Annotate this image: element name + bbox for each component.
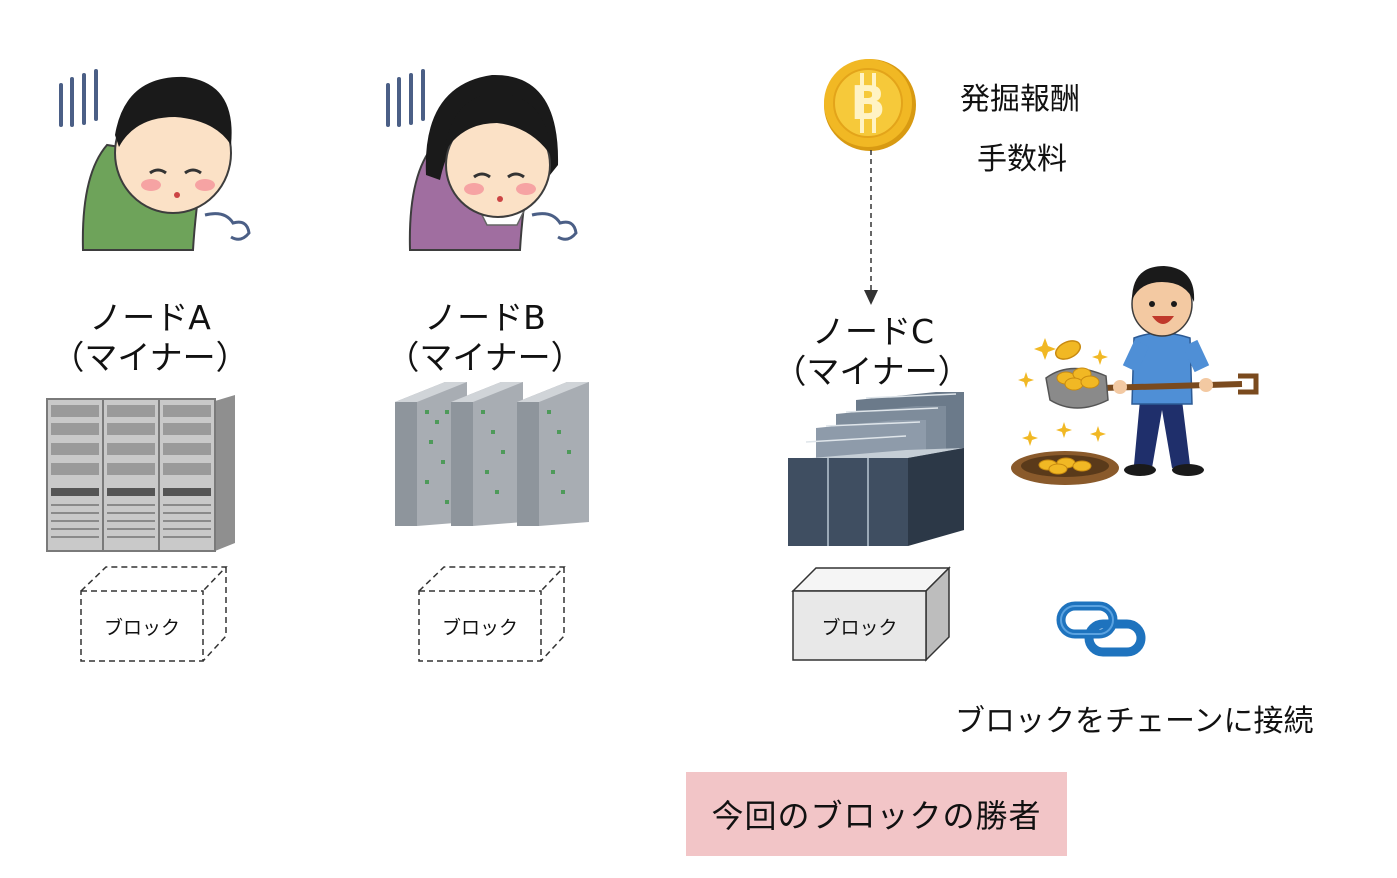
- chain-caption: ブロックをチェーンに接続: [955, 704, 1314, 739]
- node-a-name: ノードA: [89, 298, 211, 337]
- winner-caption: 今回のブロックの勝者: [711, 797, 1042, 835]
- block-b-outline: [418, 566, 566, 662]
- block-a-label: ブロック: [103, 617, 180, 639]
- block-c-label: ブロック: [821, 617, 898, 639]
- winner-caption-box: 今回のブロックの勝者: [686, 772, 1067, 856]
- server-rack-icon: [788, 392, 964, 546]
- chain-link-icon: [1056, 601, 1146, 657]
- block-b-label: ブロック: [441, 617, 518, 639]
- tired-man-icon: [59, 69, 251, 251]
- bitcoin-coin-icon: B: [824, 59, 916, 151]
- node-b-role: （マイナー）: [386, 338, 584, 377]
- reward-fee: 手数料: [977, 142, 1067, 177]
- reward-mining: 発掘報酬: [960, 82, 1080, 117]
- server-rack-icon: [395, 382, 589, 526]
- node-b-name: ノードB: [424, 298, 546, 337]
- server-rack-icon: [46, 395, 235, 552]
- node-c-name: ノードC: [811, 312, 935, 351]
- block-a-outline: [80, 566, 228, 662]
- happy-miner-icon: [1011, 266, 1259, 485]
- node-a-role: （マイナー）: [51, 338, 249, 377]
- tired-woman-icon: [386, 69, 578, 251]
- reward-arrow: [864, 150, 878, 305]
- node-c-role: （マイナー）: [773, 352, 971, 391]
- block-c-shape: [791, 566, 951, 662]
- svg-text:B: B: [850, 76, 885, 130]
